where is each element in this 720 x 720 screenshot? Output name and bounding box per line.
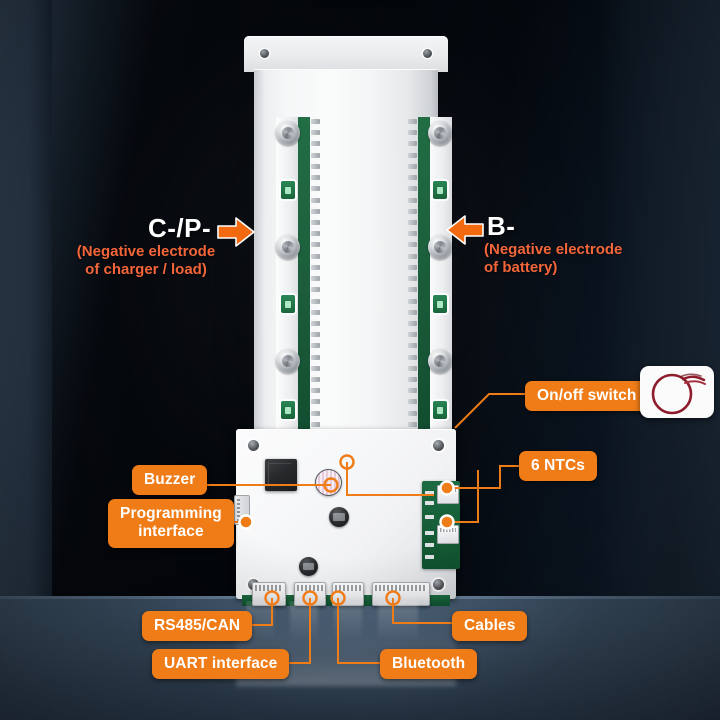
- bottom-connector-row: [236, 582, 456, 608]
- uart-connector: [294, 582, 326, 606]
- background-right-band: [600, 0, 720, 600]
- right-rail-screw-2: [428, 235, 452, 259]
- b-terminal-description: (Negative electrode of battery): [484, 241, 623, 276]
- controller-hole-br: [433, 579, 444, 590]
- c-p-terminal-description: (Negative electrode of charger / load): [76, 243, 216, 278]
- right-rail-solder-pads: [408, 117, 417, 429]
- capacitor-component-2: [299, 557, 318, 576]
- rs485-can-connector: [252, 582, 286, 606]
- left-rail-chip-2: [281, 295, 295, 313]
- label-on-off-switch[interactable]: On/off switch: [525, 381, 649, 412]
- label-rs485-can[interactable]: RS485/CAN: [142, 611, 253, 642]
- label-uart-interface[interactable]: UART interface: [152, 649, 290, 680]
- ntc-connector-lower: [437, 525, 459, 544]
- background-left-band: [0, 0, 52, 600]
- cables-connector: [372, 582, 430, 606]
- controller-hole-tl: [248, 440, 259, 451]
- label-programming-interface[interactable]: Programming interface: [108, 499, 234, 548]
- mcu-ic-chip: [265, 459, 297, 491]
- right-rail-chip-3: [433, 401, 447, 419]
- mount-hole-top-left: [260, 49, 269, 58]
- board-upper-heatsink: [254, 69, 452, 431]
- right-rail-chip-1: [433, 181, 447, 199]
- ntc-smd-6: [425, 555, 434, 559]
- left-rail-pcb-edge: [298, 117, 310, 429]
- left-rail-screw-2: [276, 235, 300, 259]
- bluetooth-connector: [332, 582, 364, 606]
- left-rail-screw-1: [276, 121, 300, 145]
- c-p-terminal-code: C-/P-: [148, 213, 212, 243]
- ntc-smd-2: [425, 501, 434, 505]
- label-buzzer[interactable]: Buzzer: [132, 465, 208, 496]
- ntc-smd-4: [425, 531, 434, 535]
- ntc-smd-1: [425, 491, 434, 495]
- left-rail-chip-1: [281, 181, 295, 199]
- red-wire-loop-icon: [651, 373, 706, 415]
- left-rail-body: [276, 117, 300, 429]
- left-rail-screw-3: [276, 349, 300, 373]
- ntc-smd-3: [425, 515, 434, 519]
- board-left-terminal-rail: [276, 117, 320, 429]
- right-rail-chip-2: [433, 295, 447, 313]
- right-rail-pcb-edge: [418, 117, 430, 429]
- right-rail-screw-1: [428, 121, 452, 145]
- programming-connector: [234, 495, 250, 525]
- on-off-switch-thumbnail[interactable]: [640, 366, 714, 418]
- board-right-terminal-rail: [408, 117, 452, 429]
- label-bluetooth[interactable]: Bluetooth: [380, 649, 478, 680]
- board-top-mounting-tab: [244, 36, 448, 72]
- capacitor-component-1: [329, 507, 349, 527]
- left-rail-solder-pads: [311, 117, 320, 429]
- b-terminal-code: B-: [487, 211, 516, 241]
- board-lower-controller: [234, 429, 460, 599]
- right-rail-body: [428, 117, 452, 429]
- ntc-smd-5: [425, 543, 434, 547]
- right-rail-screw-3: [428, 349, 452, 373]
- controller-hole-tr: [433, 440, 444, 451]
- label-cables[interactable]: Cables: [452, 611, 528, 642]
- ntc-connector-strip: [422, 481, 460, 569]
- buzzer-component: [315, 469, 342, 496]
- ntc-connector-upper: [437, 485, 459, 504]
- mount-hole-top-right: [423, 49, 432, 58]
- label-6-ntcs[interactable]: 6 NTCs: [519, 451, 598, 482]
- bms-board-photo: [220, 36, 472, 610]
- left-rail-chip-3: [281, 401, 295, 419]
